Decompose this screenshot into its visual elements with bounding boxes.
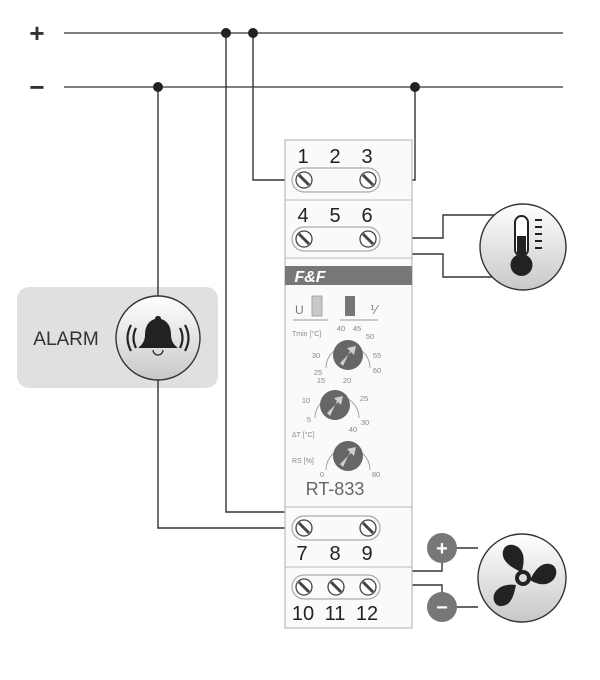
- knob-tmin[interactable]: [333, 340, 363, 370]
- knob-deltat-ticks: 5 10 15 20 25 30: [302, 376, 369, 427]
- tick-label: 20: [343, 376, 351, 385]
- terminal-1-label: 1: [297, 146, 308, 168]
- screw-slot: [361, 580, 375, 594]
- tick-label: 40: [337, 324, 345, 333]
- power-led: [311, 295, 323, 317]
- relay-indicator-label: ⅟: [370, 303, 380, 317]
- tick-label: 25: [360, 394, 368, 403]
- junction-dot: [221, 28, 231, 38]
- terminal-3-label: 3: [361, 146, 372, 168]
- tick-label: 30: [312, 351, 320, 360]
- brand-logo: F&F: [294, 269, 326, 286]
- fan-device: [477, 533, 567, 623]
- terminal-11-label: 11: [325, 603, 346, 625]
- alarm-device: [115, 295, 201, 381]
- wire-alarm-terminal7: [157, 380, 304, 529]
- terminal-4-label: 4: [297, 205, 308, 227]
- fan-plus-label: +: [436, 538, 448, 560]
- junction-dot: [248, 28, 258, 38]
- fan-minus-badge: [427, 592, 457, 622]
- tick-label: 15: [317, 376, 325, 385]
- junction-dot: [153, 82, 163, 92]
- screw-slot: [297, 232, 311, 246]
- tick-label: 50: [366, 332, 374, 341]
- temperature-sensor: [479, 203, 567, 291]
- knob-rs-ticks: 0 40 80: [320, 425, 380, 479]
- terminal-10-label: 10: [292, 603, 314, 625]
- junction-dot: [410, 82, 420, 92]
- screw-slot: [297, 173, 311, 187]
- u-indicator-label: U: [295, 303, 304, 317]
- terminal-6-label: 6: [361, 205, 372, 227]
- plus-rail-label: +: [29, 18, 44, 48]
- knob-tmin-label: Tmin [°C]: [292, 330, 321, 338]
- tick-label: 60: [373, 366, 381, 375]
- tick-label: 80: [372, 470, 380, 479]
- fan-icon: [493, 544, 557, 607]
- tick-label: 5: [307, 415, 311, 424]
- relay-device: [284, 139, 413, 629]
- tick-label: 55: [373, 351, 381, 360]
- terminal-12-label: 12: [356, 603, 378, 625]
- screw-strip: [291, 574, 381, 600]
- fan-plus-badge: [427, 533, 457, 563]
- screw-slot: [297, 521, 311, 535]
- terminal-9-label: 9: [361, 543, 372, 565]
- tick-label: 10: [302, 396, 310, 405]
- terminal-2-label: 2: [329, 146, 340, 168]
- brand-band: [285, 266, 412, 285]
- tick-label: 25: [314, 368, 322, 377]
- screw-slot: [361, 173, 375, 187]
- screw-slot: [361, 521, 375, 535]
- fan-minus-label: −: [436, 597, 448, 619]
- screw-strip: [291, 167, 381, 193]
- screw-slot: [329, 580, 343, 594]
- tick-label: 30: [361, 418, 369, 427]
- tick-label: 0: [320, 470, 324, 479]
- terminal-8-label: 8: [329, 543, 340, 565]
- model-label: RT-833: [306, 479, 365, 499]
- relay-led: [345, 296, 355, 316]
- terminal-5-label: 5: [329, 205, 340, 227]
- minus-rail-label: −: [29, 72, 44, 102]
- thermometer-icon: [510, 215, 542, 276]
- knob-deltat[interactable]: [320, 390, 350, 420]
- terminal-7-label: 7: [296, 543, 307, 565]
- tick-label: 40: [349, 425, 357, 434]
- knob-deltat-label: ΔT [°C]: [292, 431, 315, 439]
- bell-icon: [126, 316, 190, 356]
- alarm-label: ALARM: [33, 329, 98, 350]
- screw-strip: [291, 515, 381, 541]
- screw-slot: [361, 232, 375, 246]
- knob-rs[interactable]: [333, 441, 363, 471]
- screw-slot: [297, 580, 311, 594]
- screw-strip: [291, 226, 381, 252]
- knob-tmin-ticks: 25 30 40 45 50 55 60: [312, 324, 381, 377]
- tick-label: 45: [353, 324, 361, 333]
- knob-rs-label: RS [%]: [292, 458, 314, 465]
